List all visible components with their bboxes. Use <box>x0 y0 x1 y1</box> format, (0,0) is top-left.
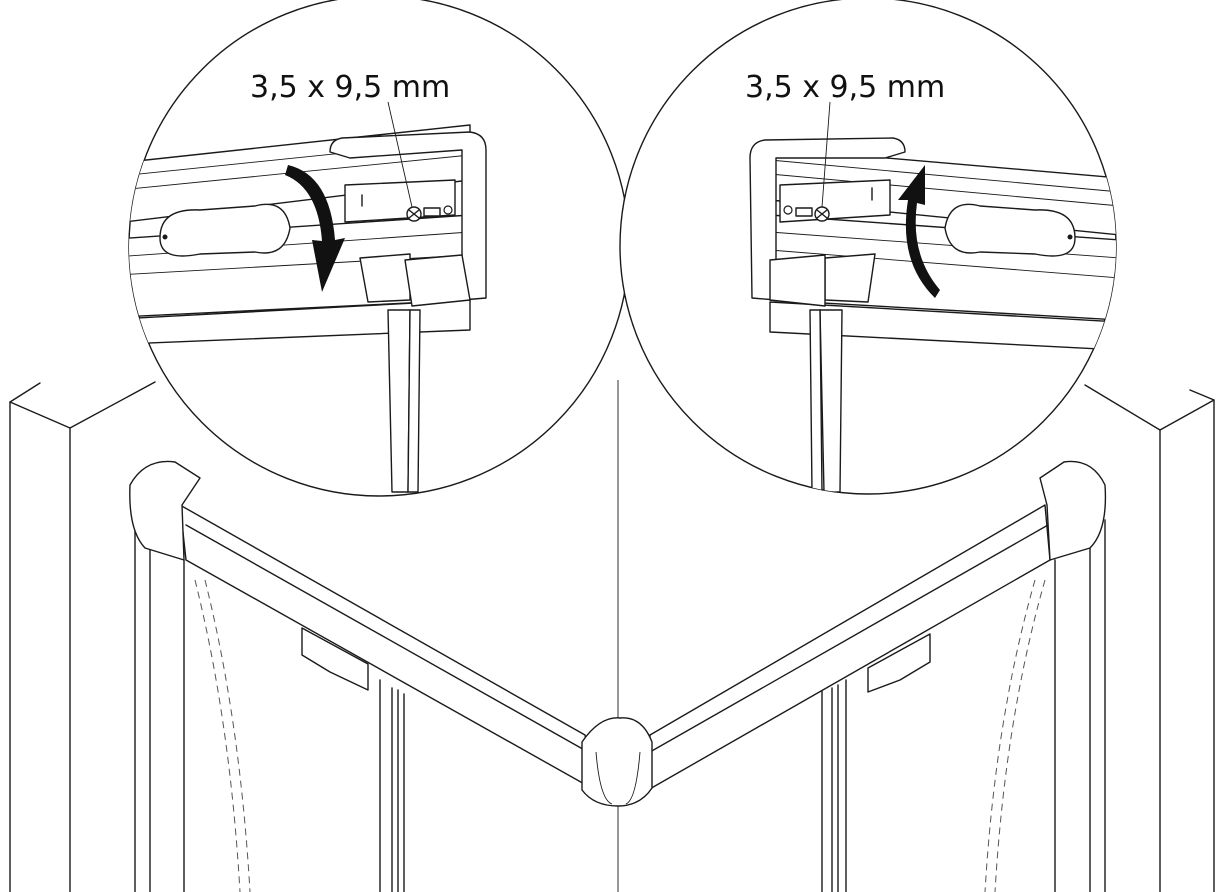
top-frame <box>129 460 1107 807</box>
leader-line-right <box>821 101 831 208</box>
leader-line-left <box>387 101 413 208</box>
detail-circle-left: 3,5 x 9,5 mm <box>128 0 630 497</box>
callout-label-right: 3,5 x 9,5 mm <box>745 70 945 105</box>
wall-left <box>9 381 156 892</box>
handle-right <box>867 633 931 693</box>
wall-right <box>1084 384 1215 892</box>
rotate-arrow-left <box>285 165 345 292</box>
roller-right <box>944 203 1076 257</box>
handle-left <box>301 627 369 691</box>
left-panel <box>134 519 405 892</box>
detail-circle-right: 3,5 x 9,5 mm <box>619 0 1117 495</box>
corner-cap <box>581 717 653 807</box>
roller-left <box>159 203 291 257</box>
callout-label-left: 3,5 x 9,5 mm <box>250 70 450 105</box>
rotate-arrow-right <box>898 165 940 298</box>
right-panel <box>821 519 1106 892</box>
